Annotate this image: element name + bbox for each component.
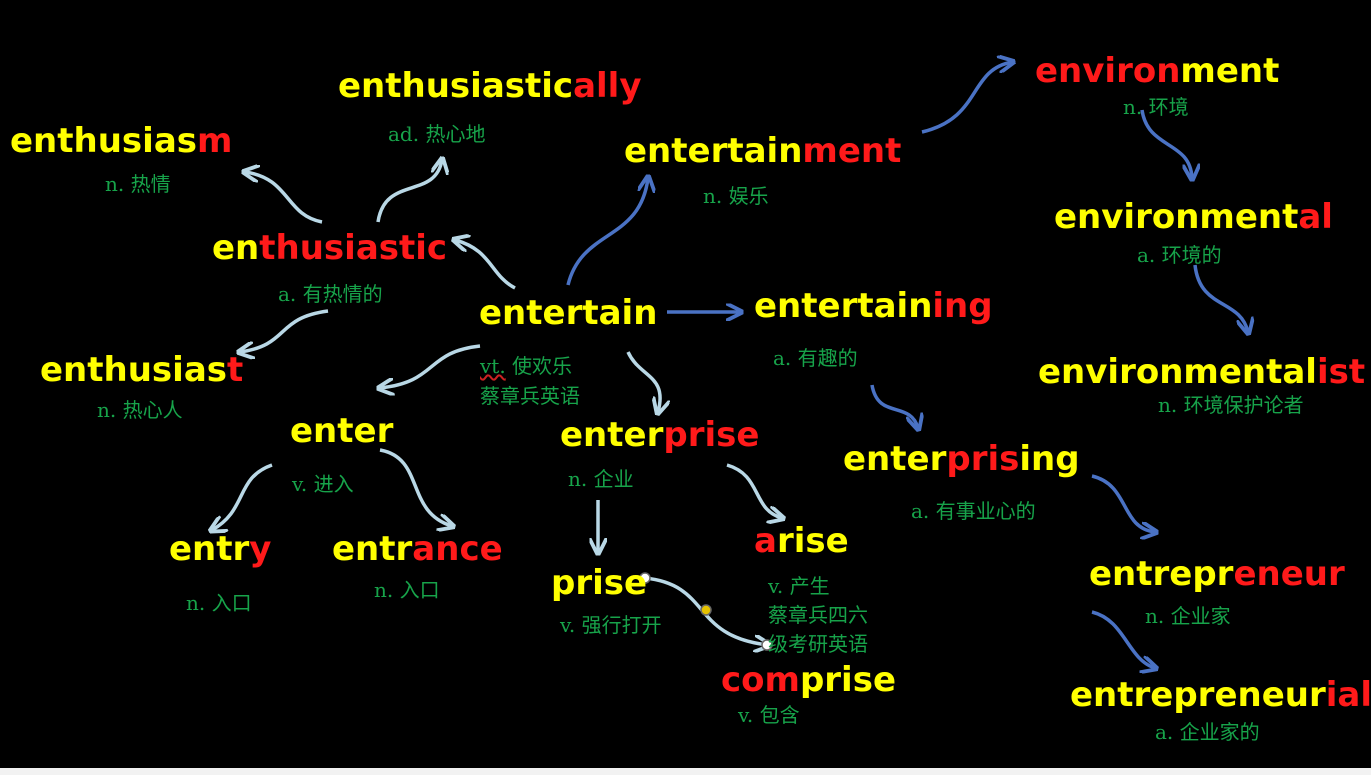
word-arise: arise [754,521,849,561]
word-entrepreneur: entrepreneur [1089,554,1345,594]
arrow-enthusiastic-to-enthusiast [240,309,329,352]
note-entertain: 蔡章兵英语 [480,384,580,408]
word-entertaining: entertaining [754,286,993,326]
word-environmental: environmental [1054,197,1333,237]
meaning-entrepreneurial: a. 企业家的 [1155,720,1260,744]
word-enter: enter [290,411,394,451]
meaning-environment: n. 环境 [1123,95,1189,119]
meaning-entertaining: a. 有趣的 [773,346,858,370]
word-enthusiastically: enthusiastically [338,66,642,106]
arrow-entertainment-to-environment [921,62,1012,134]
bottom-strip [0,768,1371,775]
note-arise-line1: 蔡章兵四六 [768,603,868,627]
arrow-entertain-to-enter [380,344,481,388]
word-entry: entry [169,529,272,569]
word-enterprising: enterprising [843,439,1080,479]
word-entertain: entertain [479,293,658,333]
arrow-enthusiastic-to-enthusiasm [245,172,323,224]
note-arise-line2: 级考研英语 [768,632,868,656]
meaning-enter: v. 进入 [292,472,354,496]
handle-mid [700,604,712,616]
arrow-entertain-to-enterprise [626,351,660,412]
arrow-enterprising-to-entrepreneur [1091,474,1155,532]
handle-start [639,572,651,584]
meaning-enthusiastic: a. 有热情的 [278,282,383,306]
word-environment: environment [1035,51,1280,91]
word-enthusiasm: enthusiasm [10,121,233,161]
meaning-entertainment: n. 娱乐 [703,184,769,208]
word-prise: prise [551,563,648,603]
meaning-enthusiasm: n. 热情 [105,172,171,196]
meaning-enterprising: a. 有事业心的 [911,499,1036,523]
arrow-entrepreneur-to-entrepreneurial [1091,610,1155,668]
arrow-entertain-to-entertainment [566,178,648,286]
meaning-environmentalist: n. 环境保护论者 [1158,393,1304,417]
word-enthusiastic: enthusiastic [212,228,448,268]
word-environmentalist: environmentalist [1038,352,1366,392]
meaning-entrepreneur: n. 企业家 [1145,604,1231,628]
arrow-enthusiastic-to-enthusiastically [376,160,442,223]
arrow-environmental-to-environmentalist [1193,264,1248,332]
arrow-enter-to-entrance [379,448,452,526]
meaning-entry: n. 入口 [186,591,252,615]
meaning-comprise: v. 包含 [738,703,800,727]
word-entrepreneurial: entrepreneurial [1070,675,1371,715]
word-entrance: entrance [332,529,503,569]
word-enterprise: enterprise [560,415,760,455]
word-comprise: comprise [721,660,897,700]
handle-end [761,639,773,651]
arrow-entertaining-to-enterprising [870,384,918,428]
word-enthusiast: enthusiast [40,350,244,390]
meaning-prise: v. 强行打开 [560,613,662,637]
meaning-enterprise: n. 企业 [568,467,634,491]
meaning-enthusiast: n. 热心人 [97,398,183,422]
word-entertainment: entertainment [624,131,902,171]
meaning-environmental: a. 环境的 [1137,243,1222,267]
meaning-entertain: vt. 使欢乐 [480,354,573,378]
arrow-enterprise-to-arise [726,463,782,518]
arrow-environment-to-environmental [1140,109,1192,178]
arrow-entertain-to-enthusiastic [455,240,516,290]
arrow-enter-to-entry [212,463,273,530]
meaning-entrance: n. 入口 [374,578,440,602]
meaning-arise: v. 产生 [768,574,830,598]
meaning-enthusiastically: ad. 热心地 [388,122,486,146]
